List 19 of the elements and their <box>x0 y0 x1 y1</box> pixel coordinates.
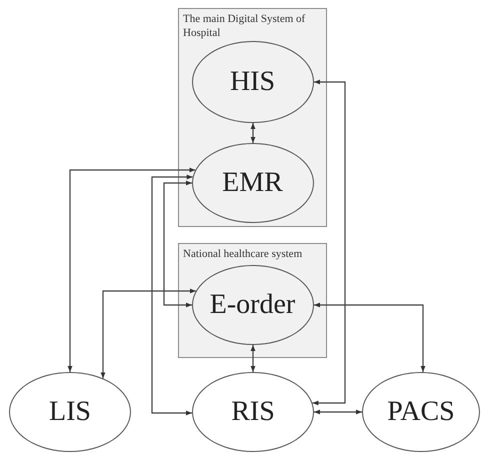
system-ellipse: PACS <box>362 372 480 452</box>
group-panel <box>178 8 327 227</box>
connector-arrow <box>100 288 196 378</box>
connector-arrow <box>312 80 346 406</box>
connector-arrow <box>250 123 256 143</box>
connector-arrow <box>68 168 196 372</box>
connector-arrow <box>163 180 192 308</box>
connector-arrow <box>250 345 256 372</box>
system-ellipse: EMR <box>192 142 314 222</box>
connector-arrow <box>151 174 193 416</box>
panel-heading: The main Digital System of Hospital <box>183 12 306 40</box>
system-ellipse: RIS <box>192 372 314 452</box>
group-panel <box>178 243 327 358</box>
system-ellipse: LIS <box>9 372 131 452</box>
connector-arrow <box>314 302 426 372</box>
connector-arrow <box>314 410 362 414</box>
system-ellipse: E-order <box>192 264 314 344</box>
panel-heading: National healthcare system <box>183 247 304 261</box>
system-ellipse: HIS <box>192 40 314 122</box>
